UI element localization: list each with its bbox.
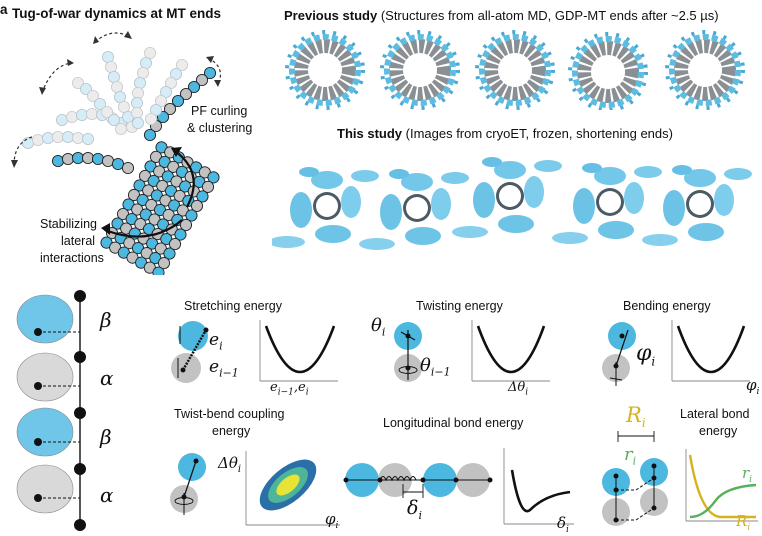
longitudinal-bond-title: Longitudinal bond energy: [383, 416, 524, 430]
cryoet-image-3: [452, 157, 562, 238]
stretch-ei-label: ei: [209, 330, 223, 353]
pf-label-line2: & clustering: [187, 121, 253, 135]
twisting-schematic: [394, 320, 550, 382]
long-delta-label: δi: [407, 497, 422, 522]
twist-bend-title-line1: Twist-bend coupling: [174, 407, 285, 421]
lat-R-label: Ri: [626, 403, 646, 431]
twist-theta-im1-label: θi−1: [420, 355, 451, 379]
stab-label-line1: Stabilizing: [40, 217, 97, 231]
alpha-label-2: α: [100, 483, 114, 507]
lat-curve-R-label: Ri: [736, 512, 751, 533]
panel-a-title: Tug-of-war dynamics at MT ends: [12, 6, 222, 21]
long-axis-label: δi: [557, 514, 569, 535]
stretch-axis-label: ei−1,ei: [270, 380, 309, 398]
twist-bend-schematic: [170, 451, 340, 526]
bending-schematic: [602, 320, 750, 386]
cryoet-image-2: [359, 169, 469, 250]
md-structure-3: [477, 32, 553, 108]
previous-study-caption: Previous study (Structures from all-atom…: [284, 8, 719, 23]
lateral-curves: [685, 449, 758, 522]
tubulin-monomers: [16, 294, 74, 514]
cryoet-image-5: [642, 165, 752, 246]
stretch-eim1-label: ei−1: [209, 357, 239, 380]
mt-end-illustration: [11, 31, 222, 275]
twist-axis-label: Δθi: [508, 380, 529, 398]
twist-theta-i-label: θi: [371, 315, 386, 339]
dimer-stack: [16, 290, 86, 531]
lateral-bond-title-line2: energy: [699, 424, 738, 438]
cryoet-images-row: [272, 157, 752, 250]
lateral-bond-title-line1: Lateral bond: [680, 407, 750, 421]
md-structure-1: [287, 32, 363, 108]
lateral-schematic: [602, 431, 668, 526]
pf-label-line1: PF curling: [191, 104, 248, 118]
md-structure-2: [382, 32, 458, 108]
beta-label-1: β: [100, 308, 112, 332]
clustering-arrow: [174, 150, 195, 208]
bending-energy-title: Bending energy: [623, 299, 711, 313]
tb-xaxis-label: φi: [325, 510, 339, 531]
cryoet-image-1: [272, 167, 379, 248]
twisting-energy-title: Twisting energy: [416, 299, 503, 313]
lat-curve-r-label: ri: [742, 464, 753, 485]
faded-protofilaments: [21, 47, 157, 150]
cryoet-image-4: [552, 163, 662, 244]
stab-label-line2: lateral: [61, 234, 96, 248]
this-study-caption: This study (Images from cryoET, frozen, …: [337, 126, 673, 141]
lat-r-label: ri: [624, 444, 637, 468]
twist-bend-title-line2: energy: [212, 424, 251, 438]
bend-axis-label: φi: [746, 376, 760, 397]
stab-label-line3: interactions: [40, 251, 104, 265]
beta-label-2: β: [100, 425, 112, 449]
md-structure-5: [667, 32, 743, 108]
panel-letter: a: [0, 2, 8, 17]
alpha-label-1: α: [100, 366, 114, 390]
stretching-schematic: [171, 320, 338, 383]
tb-yaxis-label: Δθi: [218, 454, 242, 475]
md-structure-4: [570, 34, 646, 110]
longitudinal-schematic: [343, 448, 574, 525]
bend-phi-label: φi: [636, 341, 656, 369]
md-structures-row: [285, 30, 760, 110]
lateral-arrow: [104, 219, 183, 238]
stretching-energy-title: Stretching energy: [184, 299, 282, 313]
